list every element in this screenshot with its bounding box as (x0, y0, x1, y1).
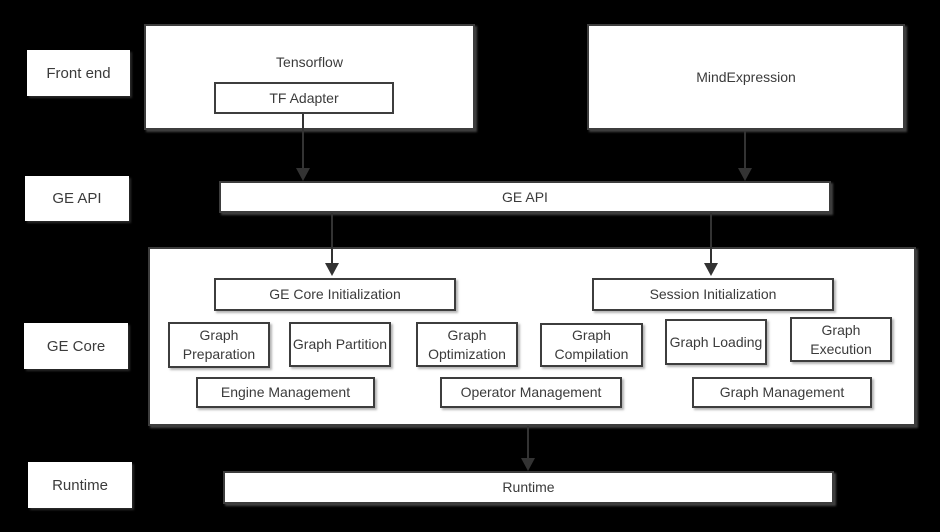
arrow-ge-core-to-runtime (521, 426, 535, 471)
graph-preparation-box: Graph Preparation (168, 322, 270, 368)
layer-label-front-end: Front end (27, 50, 130, 96)
session-initialization-box: Session Initialization (592, 278, 834, 311)
tensorflow-title: Tensorflow (276, 54, 343, 70)
layer-label-runtime: Runtime (28, 462, 132, 508)
graph-loading-box: Graph Loading (665, 319, 767, 365)
ge-core-initialization-box: GE Core Initialization (214, 278, 456, 311)
graph-management-box: Graph Management (692, 377, 872, 408)
tensorflow-box: Tensorflow TF Adapter (144, 24, 475, 130)
operator-management-box: Operator Management (440, 377, 622, 408)
arrow-tf-adapter-to-ge-api (296, 114, 310, 181)
graph-compilation-box: Graph Compilation (540, 323, 643, 367)
arrow-ge-api-to-ge-core-initialization (325, 213, 339, 276)
ge-api-bar: GE API (219, 181, 831, 213)
arrow-ge-api-to-session-initialization (704, 213, 718, 276)
graph-partition-box: Graph Partition (289, 322, 391, 367)
ge-core-container: GE Core Initialization Session Initializ… (148, 247, 916, 426)
runtime-bar: Runtime (223, 471, 834, 504)
engine-management-box: Engine Management (196, 377, 375, 408)
graph-execution-box: Graph Execution (790, 317, 892, 362)
layer-label-ge-api: GE API (25, 176, 129, 221)
layer-label-ge-core: GE Core (24, 323, 128, 369)
tf-adapter-box: TF Adapter (214, 82, 394, 114)
mindexpression-box: MindExpression (587, 24, 905, 130)
arrow-mindexpression-to-ge-api (738, 131, 752, 181)
graph-optimization-box: Graph Optimization (416, 322, 518, 367)
